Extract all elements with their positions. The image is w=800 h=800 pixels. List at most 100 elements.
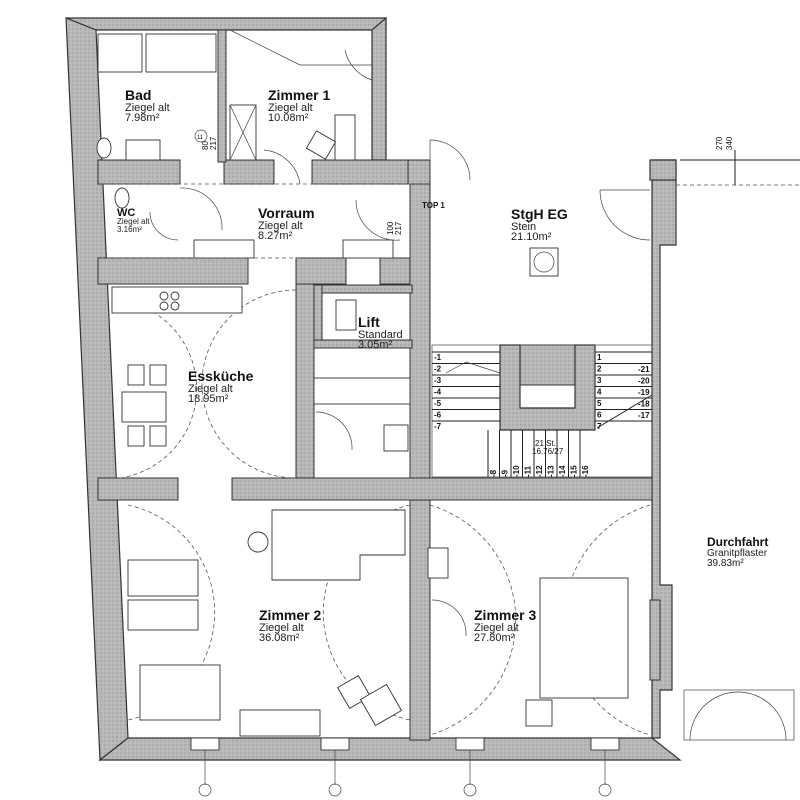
door-width: 80 xyxy=(201,141,210,150)
stair-ratio: 16.76/27 xyxy=(532,447,564,456)
dimensions: 270 340 xyxy=(100,136,800,259)
room-area: 21.10m² xyxy=(511,231,552,243)
room-material: Ziegel alt xyxy=(117,217,150,226)
desk xyxy=(271,509,406,581)
room-material: Granitpflaster xyxy=(707,548,768,559)
room-area: 27.80m² xyxy=(474,632,515,644)
stair-treads: -1-2-3-4-5-6-7-8-9-10-11-12-13-14-15-161… xyxy=(432,351,653,477)
room-bad: Bad Ziegel alt 7.98m² xyxy=(125,87,170,124)
wall-right xyxy=(651,159,677,739)
room-esskueche: Essküche Ziegel alt 18.95m² xyxy=(188,368,254,405)
room-name: Vorraum xyxy=(258,205,315,221)
room-lift: Lift Standard 3.05m² xyxy=(358,314,403,351)
step-label: -4 xyxy=(434,388,442,397)
step-label: -10 xyxy=(512,465,521,477)
room-area: 3.05m² xyxy=(358,339,393,351)
room-material: Standard xyxy=(358,329,403,341)
ventilation-icon xyxy=(529,247,559,277)
room-name: WC xyxy=(117,207,135,219)
room-name: Durchfahrt xyxy=(707,535,768,549)
stair-core xyxy=(431,344,653,478)
room-area: 7.98m² xyxy=(125,112,160,124)
step-label: -15 xyxy=(570,465,579,477)
stair-count: 21 St. xyxy=(535,439,556,448)
door-width: 100 xyxy=(386,221,395,235)
stair-label: 21 St. 16.76/27 xyxy=(532,439,564,456)
wall-top-right xyxy=(371,16,387,161)
room-name: Zimmer 2 xyxy=(259,607,321,623)
room-material: Ziegel alt xyxy=(258,220,303,232)
interior-walls xyxy=(97,29,661,741)
step-label: -1 xyxy=(434,353,442,362)
bed xyxy=(539,577,629,699)
step-label: 3 xyxy=(597,376,602,385)
room-zimmer-3: Zimmer 3 Ziegel alt 27.80m² xyxy=(474,607,536,644)
outer-walls xyxy=(65,16,682,762)
room-material: Ziegel alt xyxy=(125,102,170,114)
stair-break-line xyxy=(596,394,653,429)
step-label: 4 xyxy=(597,388,602,397)
room-area: 36.08m² xyxy=(259,632,300,644)
step-label: -21 xyxy=(638,365,650,374)
room-wc: WC Ziegel alt 3.16m² xyxy=(117,207,150,234)
door-height: 217 xyxy=(209,136,218,150)
stair-arrow xyxy=(445,361,501,374)
wall-left xyxy=(65,17,129,762)
step-label: -14 xyxy=(558,465,567,477)
room-name: Lift xyxy=(358,314,380,330)
window-marker xyxy=(598,783,612,797)
room-zimmer-1: Zimmer 1 Ziegel alt 10.08m² xyxy=(268,87,330,124)
step-label: -3 xyxy=(434,376,442,385)
step-label: -5 xyxy=(434,399,442,408)
wall-top xyxy=(65,17,387,31)
step-label: -8 xyxy=(489,469,498,477)
window-marker xyxy=(463,783,477,797)
step-label: -9 xyxy=(501,469,510,477)
window xyxy=(590,737,620,751)
step-label: -2 xyxy=(434,365,442,374)
step-label: -6 xyxy=(434,411,442,420)
step-label: -16 xyxy=(581,465,590,477)
step-label: -18 xyxy=(638,400,650,409)
door-annotations: 80 217 100 217 11 xyxy=(194,129,403,235)
dim-340: 340 xyxy=(725,136,734,150)
dim-270: 270 xyxy=(715,136,724,150)
room-durchfahrt: Durchfahrt Granitpflaster 39.83m² xyxy=(707,535,768,569)
room-material: Ziegel alt xyxy=(259,622,304,634)
room-name: Bad xyxy=(125,87,151,103)
step-label: 5 xyxy=(597,399,602,408)
room-material: Ziegel alt xyxy=(188,383,233,395)
wc-toilet-icon xyxy=(114,187,130,209)
room-area: 3.16m² xyxy=(117,225,142,234)
window xyxy=(190,737,220,751)
room-material: Stein xyxy=(511,221,536,233)
room-name: Zimmer 3 xyxy=(474,607,536,623)
room-name: Zimmer 1 xyxy=(268,87,330,103)
room-name: StgH EG xyxy=(511,206,568,222)
room-material: Ziegel alt xyxy=(268,102,313,114)
room-name: Essküche xyxy=(188,368,254,384)
room-area: 8.27m² xyxy=(258,230,293,242)
window-marker xyxy=(328,783,342,797)
bathtub-icon xyxy=(145,33,217,73)
room-area: 18.95m² xyxy=(188,393,229,405)
room-area: 39.83m² xyxy=(707,558,744,569)
step-label: -19 xyxy=(638,388,650,397)
room-stgh-eg: TOP 1 StgH EG Stein 21.10m² xyxy=(422,201,568,243)
room-area: 10.08m² xyxy=(268,112,309,124)
window xyxy=(320,737,350,751)
door-height: 217 xyxy=(394,221,403,235)
step-label: 6 xyxy=(597,411,602,420)
step-label: 1 xyxy=(597,353,602,362)
step-label: -13 xyxy=(547,465,556,477)
step-label: -20 xyxy=(638,377,650,386)
room-material: Ziegel alt xyxy=(474,622,519,634)
step-label: -17 xyxy=(638,411,650,420)
step-label: -7 xyxy=(434,422,442,431)
dining-table xyxy=(121,391,167,423)
shower-icon xyxy=(97,33,143,73)
step-label: 2 xyxy=(597,365,602,374)
top-label: TOP 1 xyxy=(422,201,445,210)
sink-icon xyxy=(125,139,161,161)
